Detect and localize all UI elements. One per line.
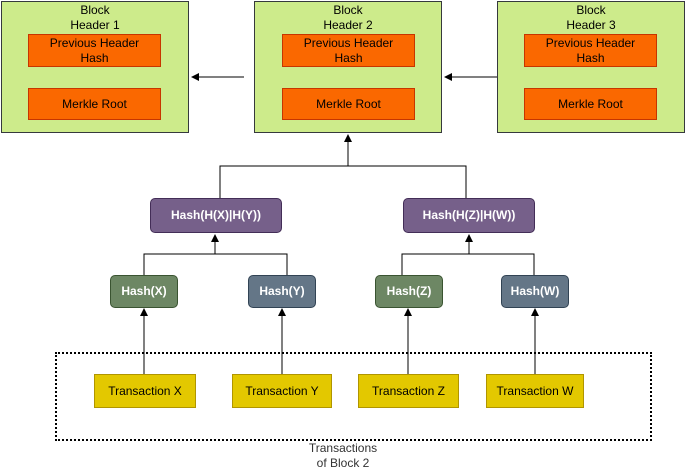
link-hashw-to-hashzw xyxy=(469,253,535,275)
block-header-3-prev-hash: Previous Header Hash xyxy=(524,34,657,67)
transaction-w: Transaction W xyxy=(486,374,584,408)
hash-w-node: Hash(W) xyxy=(501,275,569,308)
block-header-1-merkle-root: Merkle Root xyxy=(28,88,161,120)
block-header-1-prev-hash: Previous Header Hash xyxy=(28,34,161,67)
transaction-y: Transaction Y xyxy=(232,374,332,408)
block-header-2-prev-hash: Previous Header Hash xyxy=(282,34,415,67)
transaction-x: Transaction X xyxy=(94,374,196,408)
block-header-2-merkle-root: Merkle Root xyxy=(282,88,415,120)
hash-zw-node: Hash(H(Z)|H(W)) xyxy=(403,198,535,233)
block-header-1-title: Block Header 1 xyxy=(70,3,120,32)
link-hashy-to-hashxy xyxy=(215,253,288,275)
hash-xy-node: Hash(H(X)|H(Y)) xyxy=(150,198,282,233)
link-hashxy-to-root xyxy=(219,165,348,198)
hash-x-node: Hash(X) xyxy=(110,275,178,308)
link-hashzw-to-root xyxy=(348,165,467,198)
transactions-group-caption: Transactions of Block 2 xyxy=(308,441,378,470)
hash-y-node: Hash(Y) xyxy=(248,275,316,308)
block-header-2-title: Block Header 2 xyxy=(323,3,373,32)
link-hashx-to-hashxy xyxy=(143,253,215,275)
hash-z-node: Hash(Z) xyxy=(375,275,443,308)
transactions-group xyxy=(55,352,652,441)
transaction-z: Transaction Z xyxy=(358,374,459,408)
block-header-3-merkle-root: Merkle Root xyxy=(524,88,657,120)
block-header-3-title: Block Header 3 xyxy=(566,3,616,32)
link-hashz-to-hashzw xyxy=(401,253,469,275)
